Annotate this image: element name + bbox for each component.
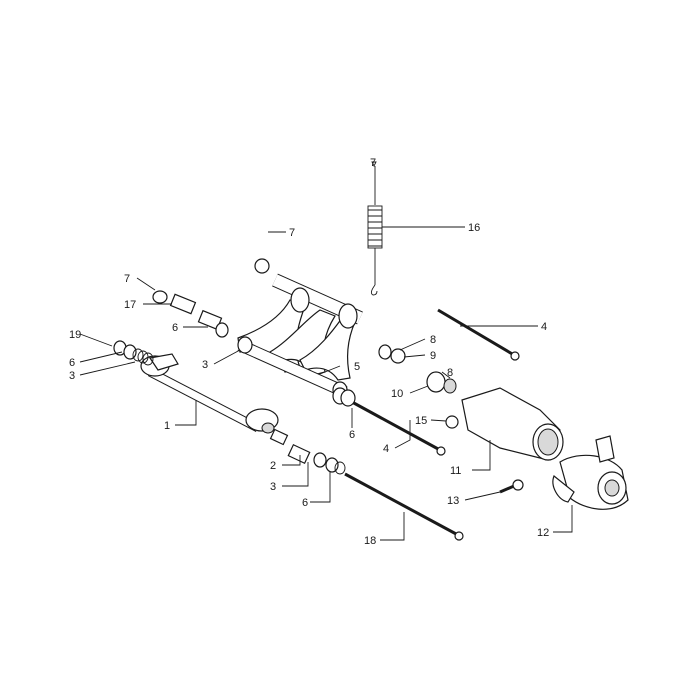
- callout-2: 2: [270, 460, 276, 472]
- callout-7-upper: 7: [289, 227, 295, 239]
- part-2-3-6-cluster: [287, 443, 346, 475]
- callout-3-middle: 3: [202, 359, 208, 371]
- part-8-9-washer-nut: [378, 344, 406, 364]
- callout-15: 15: [415, 415, 427, 427]
- part-1-shaft: [140, 353, 289, 446]
- part-18-rod: [344, 472, 464, 541]
- callout-12: 12: [537, 527, 549, 539]
- part-11-housing: [461, 387, 564, 461]
- part-17-6-bushings: [169, 293, 229, 338]
- callout-13: 13: [447, 495, 459, 507]
- callout-4-lower: 4: [383, 443, 389, 455]
- callout-3-left: 3: [69, 370, 75, 382]
- part-10-8-bushing: [426, 371, 457, 394]
- callout-9: 9: [430, 350, 436, 362]
- part-15-nut: [445, 415, 459, 429]
- callout-19: 19: [69, 329, 81, 341]
- part-6-rings-arm-base: [332, 387, 356, 407]
- callout-4-upper: 4: [541, 321, 547, 333]
- callout-6-left: 6: [69, 357, 75, 369]
- callout-17: 17: [124, 299, 136, 311]
- leader-lines: [79, 226, 573, 541]
- callout-11: 11: [450, 465, 461, 477]
- callout-6-arm: 6: [349, 429, 355, 441]
- callout-3-lower: 3: [270, 481, 276, 493]
- callout-8-upper: 8: [430, 334, 436, 346]
- callout-7-left: 7: [124, 273, 130, 285]
- callout-6-lower: 6: [302, 497, 308, 509]
- callout-1: 1: [164, 420, 170, 432]
- callout-7-spring-top: 7: [370, 157, 376, 169]
- part-12-bracket: [552, 435, 629, 510]
- part-4-bolts: [351, 308, 520, 456]
- callout-5: 5: [354, 361, 360, 373]
- callout-18: 18: [364, 535, 376, 547]
- callout-10: 10: [391, 388, 403, 400]
- callout-8-lower: 8: [447, 367, 453, 379]
- callout-6-upper: 6: [172, 322, 178, 334]
- part-16-spring: [367, 161, 383, 296]
- part-19-6-3-rings: [113, 340, 154, 366]
- part-5-swing-arm: [237, 273, 363, 399]
- part-7-nuts: [152, 258, 270, 304]
- part-13-screw: [499, 479, 524, 494]
- callout-labels: 1 2 3 3 3 4 4 5 6 6 6 6 7 7 7 8 8 9 10 1…: [69, 157, 549, 547]
- callout-16: 16: [468, 222, 480, 234]
